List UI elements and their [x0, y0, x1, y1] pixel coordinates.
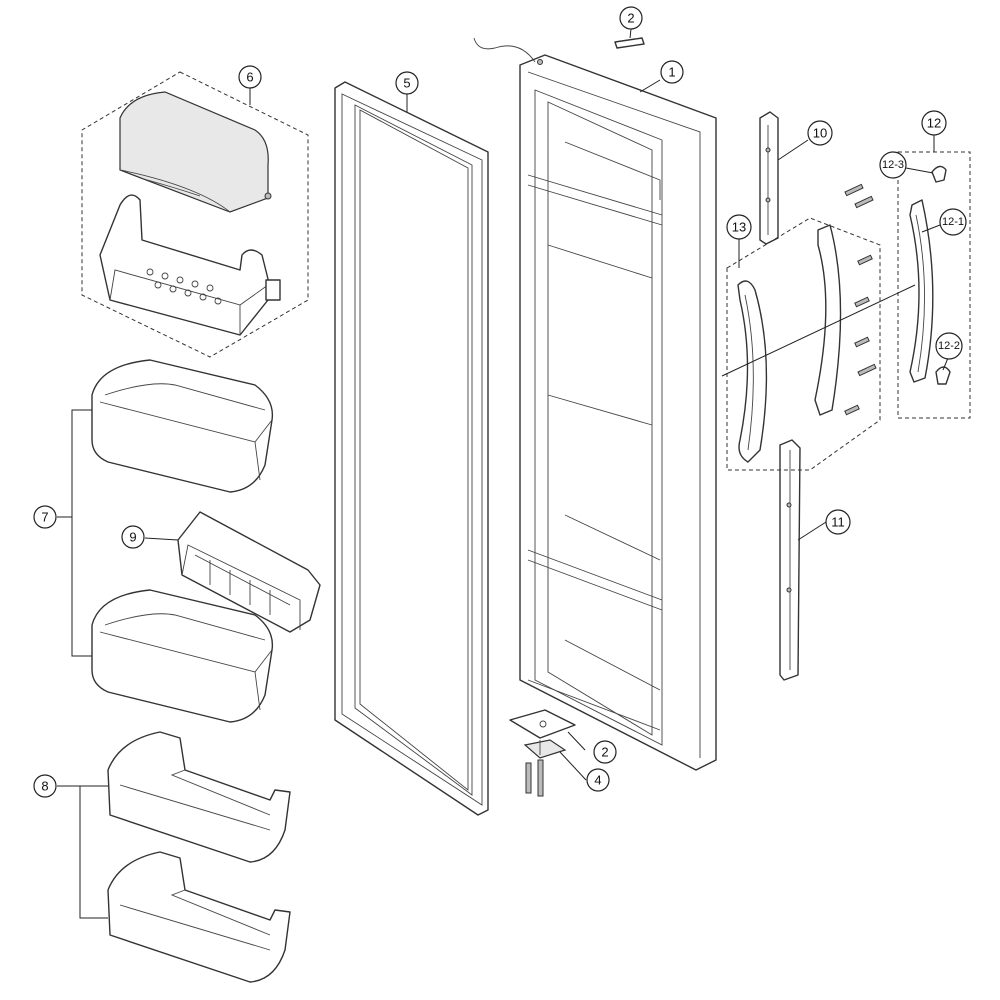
part-7-bin-upper[interactable]	[91, 359, 274, 493]
svg-text:2: 2	[627, 11, 634, 26]
callout-12-1: 12-1	[939, 208, 967, 236]
part-2-hinge-plate[interactable]	[509, 709, 576, 739]
leader-9	[144, 537, 179, 541]
part-hinge-screws	[525, 759, 544, 797]
svg-text:13: 13	[732, 220, 746, 235]
group-13-dashed-outline	[726, 217, 881, 471]
svg-text:12-3: 12-3	[882, 159, 904, 171]
svg-text:9: 9	[129, 530, 136, 545]
bracket-7	[71, 409, 92, 657]
callout-8: 8	[33, 774, 57, 798]
part-2-top-pin[interactable]	[614, 37, 645, 49]
part-8-bin-upper[interactable]	[107, 731, 291, 863]
callout-1: 1	[660, 60, 684, 84]
leader-4	[559, 751, 587, 781]
leader-1	[639, 79, 661, 93]
callout-4: 4	[586, 768, 610, 792]
svg-text:6: 6	[246, 70, 253, 85]
part-6-cover[interactable]	[119, 91, 272, 213]
callout-13: 13	[726, 214, 752, 240]
part-6-basket[interactable]	[99, 194, 281, 336]
callout-7: 7	[33, 505, 57, 529]
leader-2-top	[629, 28, 632, 39]
leader-12-1	[921, 224, 941, 233]
leader-12-2	[942, 357, 949, 371]
callout-5: 5	[395, 71, 419, 95]
leader-12-3	[905, 167, 934, 174]
part-13-handle-inner[interactable]	[814, 224, 842, 416]
group-6-dashed-outline	[81, 71, 309, 358]
svg-text:8: 8	[41, 779, 48, 794]
part-10-upper-bracket[interactable]	[759, 111, 779, 245]
part-9-small-bin[interactable]	[177, 511, 321, 633]
svg-text:12: 12	[927, 116, 941, 131]
callout-12-2: 12-2	[935, 332, 963, 360]
svg-text:11: 11	[831, 515, 845, 530]
svg-text:7: 7	[41, 510, 48, 525]
part-5-gasket[interactable]	[334, 81, 489, 816]
part-13-handle[interactable]	[737, 280, 768, 463]
part-12-2-cap[interactable]	[935, 366, 951, 385]
part-1-door-liner[interactable]	[473, 37, 717, 771]
callout-2-top: 2	[619, 6, 643, 30]
group-12-dashed-outline	[897, 151, 971, 419]
svg-text:1: 1	[668, 65, 675, 80]
svg-text:5: 5	[403, 76, 410, 91]
leader-2-hinge	[567, 731, 586, 751]
part-12-1-trim[interactable]	[909, 199, 934, 383]
callout-11: 11	[825, 509, 851, 535]
callout-12-3: 12-3	[879, 151, 907, 179]
svg-text:12-2: 12-2	[938, 340, 960, 352]
callout-2-hinge: 2	[593, 740, 617, 764]
leader-handle-axis	[721, 284, 916, 377]
part-4-hinge-bracket[interactable]	[523, 739, 567, 759]
part-8-bin-lower[interactable]	[107, 851, 291, 983]
leader-10	[777, 139, 809, 161]
svg-text:10: 10	[813, 126, 827, 141]
part-7-bin-lower[interactable]	[91, 589, 274, 723]
bracket-8	[79, 785, 108, 919]
callout-6: 6	[238, 65, 262, 89]
part-13-screws	[844, 183, 877, 416]
callout-9: 9	[121, 525, 145, 549]
part-12-3-cap[interactable]	[931, 165, 947, 183]
callout-12: 12	[921, 110, 947, 136]
svg-text:12-1: 12-1	[942, 216, 964, 228]
leader-11	[797, 521, 827, 541]
part-11-lower-bracket[interactable]	[779, 439, 801, 681]
callout-10: 10	[807, 120, 833, 146]
svg-text:2: 2	[601, 745, 608, 760]
svg-text:4: 4	[594, 773, 601, 788]
